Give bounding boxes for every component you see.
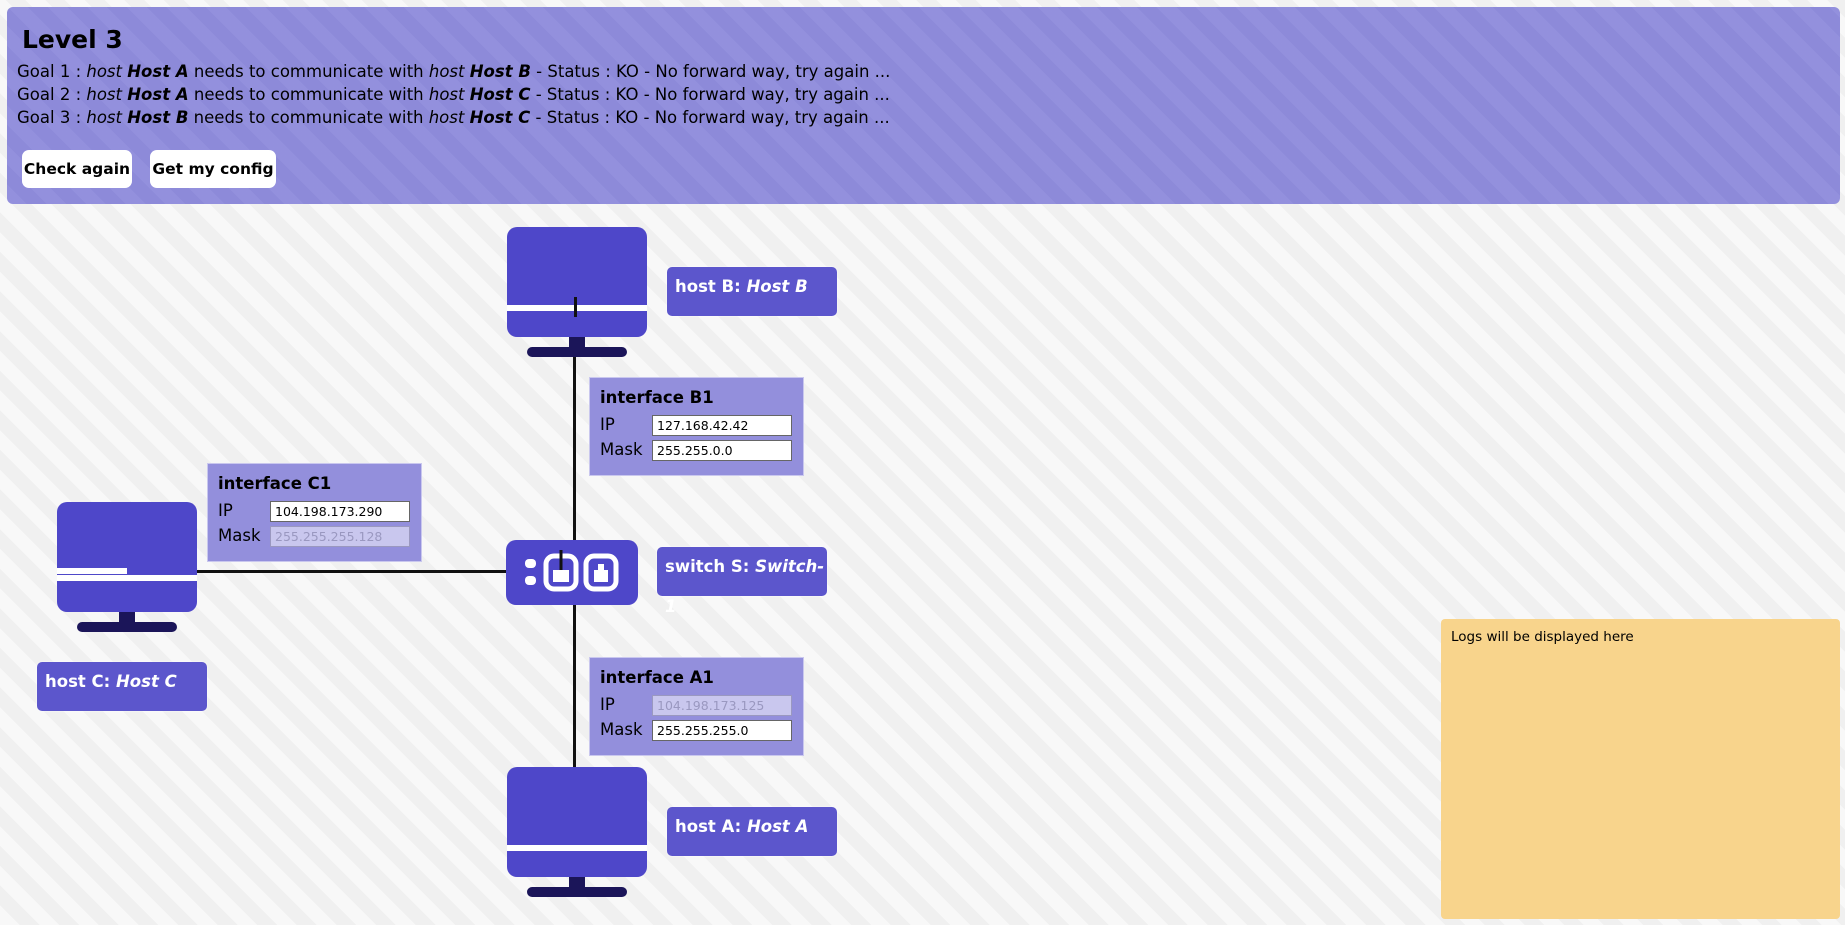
host-c-label[interactable]: host C: Host C (37, 662, 207, 711)
check-again-button[interactable]: Check again (22, 150, 132, 188)
switch-label[interactable]: switch S: Switch-1 (657, 547, 827, 616)
interface-b1-panel: interface B1 IP Mask (589, 377, 804, 476)
link-host-c-switch (126, 570, 511, 573)
host-c-base (77, 622, 177, 632)
host-b-stand (569, 337, 585, 347)
interface-b1-title: interface B1 (600, 388, 714, 407)
interface-a1-mask-label: Mask (600, 720, 643, 739)
interface-a1-ip-input (652, 695, 792, 716)
interface-a1-ip-label: IP (600, 695, 615, 714)
host-c-screen-band (57, 568, 127, 574)
interface-c1-panel: interface C1 IP Mask (207, 463, 422, 562)
switch-ports-icon (525, 550, 619, 592)
interface-c1-mask-label: Mask (218, 526, 261, 545)
interface-c1-title: interface C1 (218, 474, 332, 493)
host-c-screen (57, 502, 197, 612)
interface-b1-mask-label: Mask (600, 440, 643, 459)
host-b-screen-band (507, 305, 647, 311)
goal-line-2: Goal 2 : host Host A needs to communicat… (17, 85, 890, 104)
host-b-computer[interactable] (507, 227, 647, 367)
interface-b1-ip-input[interactable] (652, 415, 792, 436)
host-b-label[interactable]: host B: Host B (667, 267, 837, 316)
interface-c1-ip-label: IP (218, 501, 233, 520)
host-a-label[interactable]: host A: Host A (667, 807, 837, 856)
interface-a1-title: interface A1 (600, 668, 714, 687)
interface-c1-mask-input (270, 526, 410, 547)
host-a-base (527, 887, 627, 897)
host-a-stand (569, 877, 585, 887)
interface-a1-mask-input[interactable] (652, 720, 792, 741)
get-config-button[interactable]: Get my config (150, 150, 276, 188)
logs-text: Logs will be displayed here (1451, 629, 1634, 645)
interface-b1-ip-label: IP (600, 415, 615, 434)
host-c-stand (119, 612, 135, 622)
logs-panel: Logs will be displayed here (1441, 619, 1840, 919)
host-b-cable (574, 297, 577, 317)
host-a-screen-band (507, 845, 647, 851)
link-host-b-switch (573, 298, 576, 546)
host-c-computer[interactable] (57, 502, 197, 642)
host-a-computer[interactable] (507, 767, 647, 907)
goals-panel: Level 3 Goal 1 : host Host A needs to co… (7, 7, 1840, 204)
interface-a1-panel: interface A1 IP Mask (589, 657, 804, 756)
host-c-screen-band-lower (57, 575, 197, 581)
host-b-screen (507, 227, 647, 337)
level-title: Level 3 (22, 25, 123, 54)
host-b-base (527, 347, 627, 357)
interface-c1-ip-input[interactable] (270, 501, 410, 522)
host-a-screen (507, 767, 647, 877)
link-switch-host-a (573, 600, 576, 770)
goal-line-3: Goal 3 : host Host B needs to communicat… (17, 108, 890, 127)
goal-line-1: Goal 1 : host Host A needs to communicat… (17, 62, 891, 81)
interface-b1-mask-input[interactable] (652, 440, 792, 461)
switch-device[interactable] (506, 540, 638, 605)
